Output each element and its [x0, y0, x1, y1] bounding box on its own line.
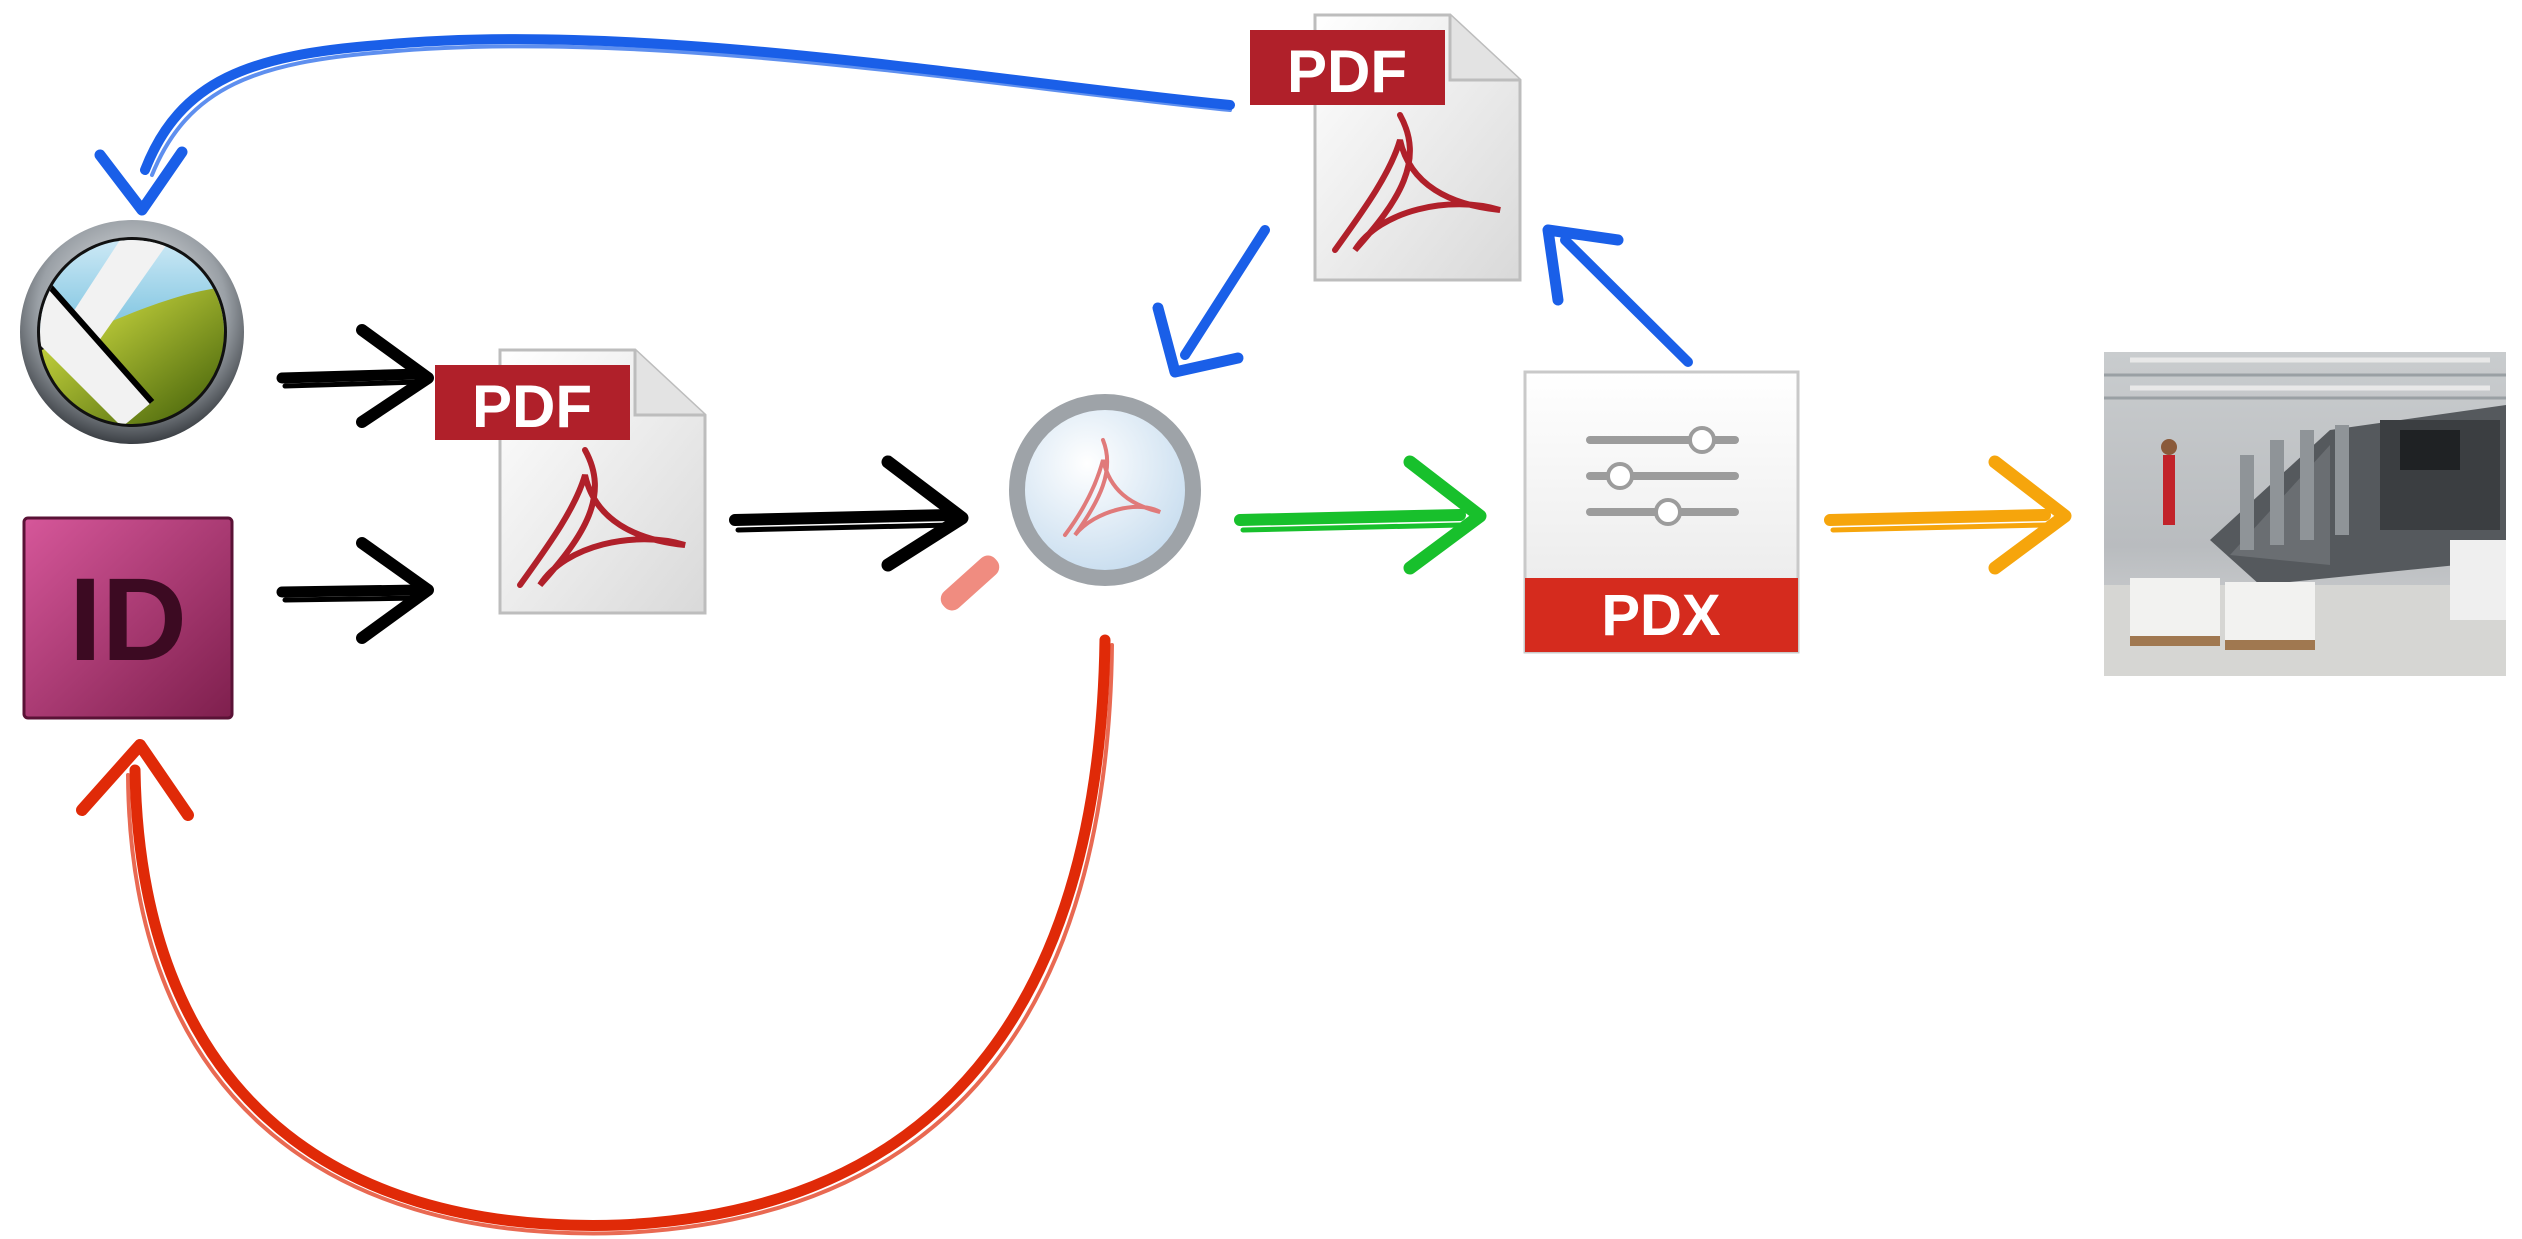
pdf-document-icon-top: PDF	[1250, 13, 1522, 282]
arrow-pdx-to-pdf	[1542, 224, 1693, 367]
pdf-badge-label: PDF	[472, 373, 592, 440]
pdx-badge-label: PDX	[1601, 583, 1721, 648]
pdf-badge-label-top: PDF	[1287, 38, 1407, 105]
arrow-quark-to-pdf	[276, 324, 434, 428]
arrow-pdf-to-quark	[94, 34, 1235, 216]
arrow-pdf-to-preflight-blue	[1152, 225, 1270, 378]
pdx-settings-document-icon: PDX	[1523, 370, 1800, 654]
pdf-document-icon: PDF	[435, 348, 707, 615]
arrow-indesign-to-pdf	[276, 537, 434, 644]
arrow-preflight-to-indesign	[76, 634, 1114, 1236]
arrow-pdf-to-preflight	[729, 455, 969, 572]
arrow-pdx-to-press	[1824, 455, 2072, 575]
indesign-logo-icon: ID	[22, 516, 234, 720]
arrow-preflight-to-pdx	[1234, 455, 1487, 575]
printing-press-photo	[2104, 352, 2506, 676]
quarkxpress-logo-icon	[20, 220, 244, 444]
pdf-magnifier-icon	[940, 394, 1201, 611]
indesign-logo-text: ID	[69, 554, 187, 686]
